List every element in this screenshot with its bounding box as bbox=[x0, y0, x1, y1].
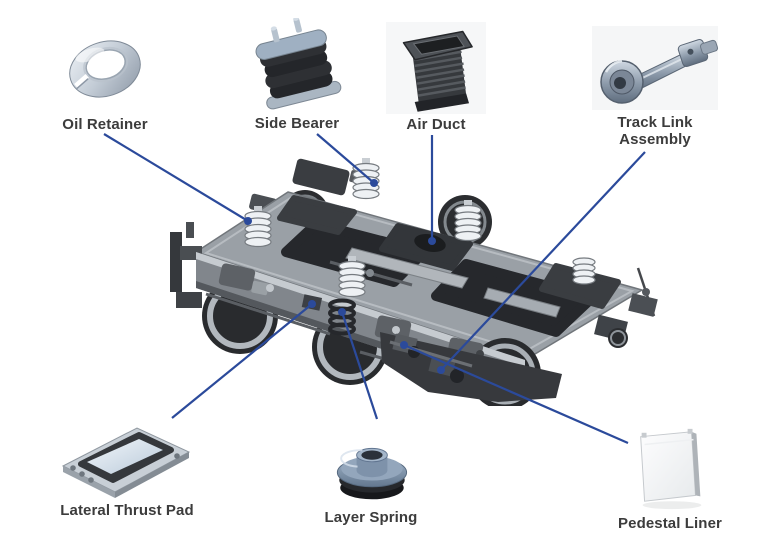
layer-spring-label: Layer Spring bbox=[324, 509, 418, 526]
bogie-illustration bbox=[165, 148, 675, 410]
oil-retainer-image bbox=[55, 24, 155, 114]
bogie-3d-render bbox=[170, 158, 658, 410]
air-duct-image bbox=[386, 22, 486, 114]
part-side-bearer: Side Bearer bbox=[237, 18, 357, 133]
air-duct-label: Air Duct bbox=[406, 116, 466, 133]
side-bearer-image bbox=[245, 18, 350, 113]
track-link-assembly-image bbox=[590, 24, 720, 112]
pedestal-liner-label: Pedestal Liner bbox=[618, 515, 722, 532]
part-lateral-thrust-pad: Lateral Thrust Pad bbox=[42, 412, 212, 520]
lateral-thrust-pad-image bbox=[57, 412, 197, 500]
spring-pack bbox=[244, 206, 272, 248]
side-bearer-label: Side Bearer bbox=[254, 115, 340, 132]
track-link-assembly-label-line2: Assembly bbox=[619, 130, 691, 148]
spring-pack bbox=[338, 256, 366, 298]
spring-pack bbox=[572, 257, 596, 285]
spring-pack bbox=[352, 158, 380, 200]
layer-spring-image bbox=[324, 432, 419, 507]
lateral-thrust-pad-label: Lateral Thrust Pad bbox=[60, 502, 194, 519]
track-link-assembly-label-line1: Track Link bbox=[617, 114, 693, 131]
part-pedestal-liner: Pedestal Liner bbox=[610, 423, 730, 533]
oil-retainer-label: Oil Retainer bbox=[62, 116, 148, 133]
track-link-assembly-label: Track Link Assembly bbox=[617, 114, 693, 149]
part-layer-spring: Layer Spring bbox=[311, 432, 431, 527]
part-track-link-assembly: Track Link Assembly bbox=[585, 24, 725, 149]
part-oil-retainer: Oil Retainer bbox=[45, 24, 165, 134]
part-air-duct: Air Duct bbox=[376, 22, 496, 134]
pedestal-liner-image bbox=[628, 423, 713, 513]
